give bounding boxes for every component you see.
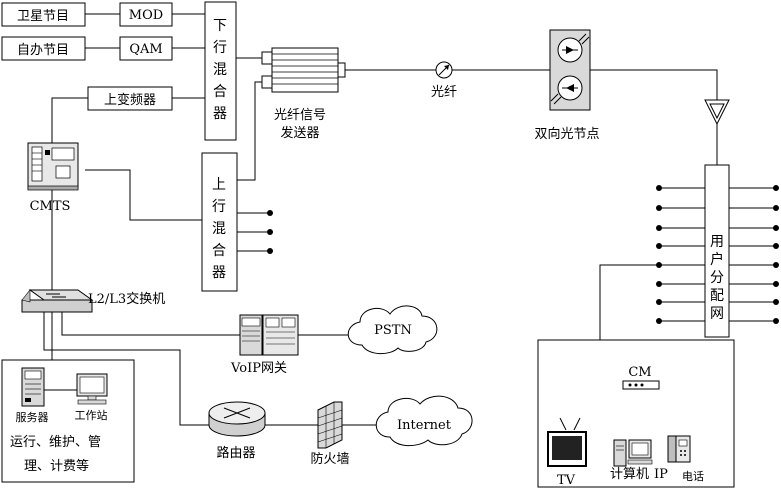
amplifier-icon bbox=[704, 99, 730, 126]
downstream-mixer-char: 行 bbox=[213, 40, 227, 56]
tap-port bbox=[773, 262, 779, 268]
tap-port bbox=[656, 205, 662, 211]
tap-port bbox=[773, 318, 779, 324]
downstream-mixer-char: 混 bbox=[213, 62, 227, 78]
downstream-mixer-char: 下 bbox=[213, 18, 227, 34]
upconverter-box bbox=[87, 86, 173, 111]
upstream-mixer bbox=[201, 152, 238, 292]
tap-port bbox=[773, 185, 779, 191]
user-distribution-network bbox=[704, 164, 730, 338]
internet-label: Internet bbox=[397, 418, 452, 433]
optical-node-icon bbox=[549, 29, 591, 111]
tv-label: TV bbox=[557, 473, 576, 488]
switch-label: L2/L3交换机 bbox=[88, 291, 165, 307]
own-program-label: 自办节目 bbox=[17, 43, 69, 58]
mod-label: MOD bbox=[129, 8, 163, 23]
firewall-icon bbox=[317, 401, 343, 449]
optical-transmitter-icon bbox=[261, 47, 346, 93]
tap-port bbox=[656, 281, 662, 287]
optical-node-label: 双向光节点 bbox=[534, 126, 599, 142]
tap-port bbox=[773, 205, 779, 211]
tap-port bbox=[656, 318, 662, 324]
router-label: 路由器 bbox=[216, 445, 255, 461]
downstream-mixer bbox=[204, 1, 237, 141]
tap-port bbox=[773, 225, 779, 231]
downstream-mixer-char: 器 bbox=[213, 106, 227, 122]
tap-port bbox=[656, 225, 662, 231]
own-program-box bbox=[1, 36, 86, 61]
tap-port bbox=[656, 243, 662, 249]
tap-port bbox=[656, 185, 662, 191]
pstn-label: PSTN bbox=[374, 323, 412, 338]
cable-modem-icon bbox=[622, 380, 660, 390]
pstn-cloud-icon bbox=[347, 305, 438, 355]
voip-gateway-icon bbox=[239, 314, 299, 356]
upstream-mixer-char: 上 bbox=[212, 177, 226, 193]
tap-port bbox=[656, 299, 662, 305]
ip-label: IP bbox=[654, 467, 668, 482]
upstream-mixer-char: 混 bbox=[212, 221, 226, 237]
qam-label: QAM bbox=[129, 42, 162, 57]
computer-label: 计算机 bbox=[610, 467, 649, 482]
transmitter-label-line1: 光纤信号 bbox=[274, 108, 326, 123]
cm-label: CM bbox=[628, 365, 651, 380]
downstream-mixer-char: 合 bbox=[213, 84, 227, 100]
tap-port bbox=[773, 281, 779, 287]
user-network-ports bbox=[656, 185, 779, 324]
user-network-char: 用 bbox=[710, 234, 724, 250]
server-icon bbox=[21, 367, 45, 407]
user-network-char: 分 bbox=[710, 270, 724, 286]
satellite-program-box bbox=[1, 2, 86, 27]
firewall-label: 防火墙 bbox=[310, 451, 349, 467]
voip-gateway-label: VoIP网关 bbox=[230, 361, 287, 376]
switch-icon bbox=[21, 289, 94, 313]
satellite-program-label: 卫星节目 bbox=[17, 9, 69, 24]
tap-port bbox=[773, 299, 779, 305]
fiber-label: 光纤 bbox=[431, 85, 457, 100]
qam-box bbox=[119, 36, 173, 61]
upstream-mixer-ports bbox=[237, 210, 273, 254]
cmts-device-icon bbox=[27, 142, 79, 191]
upstream-mixer-char: 合 bbox=[212, 243, 226, 259]
operations-text-line2: 理、计费等 bbox=[24, 458, 89, 474]
mod-box bbox=[119, 2, 173, 27]
fiber-icon bbox=[435, 61, 453, 79]
ip-phone-icon bbox=[667, 435, 691, 463]
computer-icon bbox=[613, 439, 653, 467]
transmitter-label-line2: 发送器 bbox=[280, 125, 319, 141]
operations-text-line1: 运行、维护、管 bbox=[10, 435, 101, 450]
user-network-char: 配 bbox=[710, 288, 724, 304]
upstream-mixer-char: 器 bbox=[212, 265, 226, 281]
workstation-label: 工作站 bbox=[75, 408, 108, 422]
router-icon bbox=[208, 401, 266, 437]
upstream-mixer-char: 行 bbox=[212, 199, 226, 215]
tap-port bbox=[773, 243, 779, 249]
tap-port bbox=[656, 262, 662, 268]
cmts-label: CMTS bbox=[30, 199, 71, 214]
internet-cloud-icon bbox=[375, 395, 473, 447]
workstation-icon bbox=[76, 373, 108, 405]
upconverter-label: 上变频器 bbox=[104, 92, 156, 108]
server-label: 服务器 bbox=[16, 411, 49, 424]
user-network-char: 网 bbox=[710, 306, 724, 322]
tv-icon bbox=[547, 417, 587, 467]
phone-label: 电话 bbox=[682, 470, 704, 483]
user-network-char: 户 bbox=[710, 251, 724, 268]
